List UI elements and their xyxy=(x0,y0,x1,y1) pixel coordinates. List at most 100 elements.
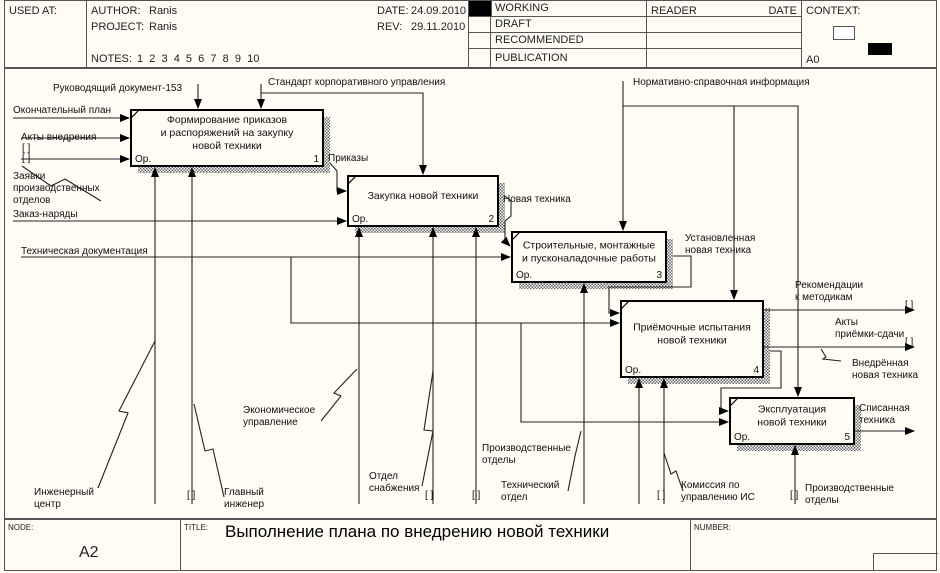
tunnel-marker-icon: [ ] xyxy=(425,490,434,501)
label-acceptance-acts: Акты xyxy=(835,317,858,328)
status-marker-active xyxy=(469,1,492,16)
label-implementation-acts: Акты внедрения xyxy=(21,132,96,143)
author-cell: AUTHOR: Ranis PROJECT: Ranis NOTES: 1 2 … xyxy=(87,1,469,67)
title-label: TITLE: xyxy=(184,523,209,532)
status-draft: DRAFT xyxy=(495,18,532,30)
squiggle-chief-engineer[interactable] xyxy=(193,403,225,498)
author-label: AUTHOR: xyxy=(91,5,141,17)
squiggle-implemented[interactable] xyxy=(820,348,842,362)
activity-number: 4 xyxy=(753,365,759,376)
label-is-commission: управлению ИС xyxy=(681,492,755,503)
header-frame: USED AT: AUTHOR: Ranis PROJECT: Ranis NO… xyxy=(4,0,937,68)
label-installed-equipment: новая техника xyxy=(685,245,752,256)
arrow-corp-standard-to-2[interactable] xyxy=(261,92,427,175)
notes-label: NOTES: xyxy=(91,53,132,65)
activity-box-border xyxy=(620,300,764,378)
node-label: NODE: xyxy=(8,523,34,532)
tunnel-marker-icon: [ ] xyxy=(905,337,914,348)
context-label: CONTEXT: xyxy=(806,5,861,17)
context-current-box xyxy=(868,43,892,55)
activity-title-line: новой техники xyxy=(192,140,262,152)
label-technical-dept: отдел xyxy=(501,492,528,503)
label-implemented-equipment: Внедрённая xyxy=(852,358,909,369)
activity-title-line: новой техники xyxy=(657,335,727,347)
status-working: WORKING xyxy=(495,2,549,14)
label-chief-engineer: инженер xyxy=(224,499,264,510)
context-parent-box xyxy=(833,26,855,40)
page-number-box xyxy=(873,553,938,570)
status-marker xyxy=(469,17,491,32)
status-row-draft: DRAFT xyxy=(469,17,646,33)
tunnel-marker-icon: [ ] xyxy=(905,300,914,311)
notes-values: 1 2 3 4 5 6 7 8 9 10 xyxy=(137,53,260,65)
footer-frame: NODE: A2 TITLE: Выполнение плана по внед… xyxy=(4,519,938,571)
label-production-depts-mid: Производственные xyxy=(482,443,571,454)
label-guiding-doc: Руководящий документ-153 xyxy=(53,83,182,94)
arrow-installed-equipment[interactable] xyxy=(608,255,692,317)
label-acceptance-acts: приёмки-сдачи xyxy=(835,329,904,340)
tunnel-marker-icon: [ ] xyxy=(22,153,31,164)
used-at-label: USED AT: xyxy=(9,5,58,17)
arrow-implemented-equipment[interactable] xyxy=(719,350,782,415)
arrow-tech-docs-to-5[interactable] xyxy=(520,323,729,426)
label-production-depts: Производственные xyxy=(805,483,894,494)
tunnel-marker-icon: [ ] xyxy=(657,490,666,501)
tunnel-marker-icon: [ ] xyxy=(22,143,31,154)
label-economic-dept: управление xyxy=(243,417,298,428)
arrow-tech-docs-to-4[interactable] xyxy=(290,257,620,327)
status-recommended: RECOMMENDED xyxy=(495,34,584,46)
diagram-title: Выполнение плана по внедрению новой техн… xyxy=(225,522,610,541)
label-installed-equipment: Установленная xyxy=(685,233,755,244)
squiggle-engineering-center[interactable] xyxy=(97,340,156,489)
node-value: A2 xyxy=(79,544,99,561)
label-method-recommendations: к методикам xyxy=(795,292,853,303)
squiggle-supply[interactable] xyxy=(421,370,434,487)
node-cell: NODE: A2 xyxy=(5,520,181,570)
arrow-normative-to-5[interactable] xyxy=(734,105,802,397)
label-normative-info: Нормативно-справочная информация xyxy=(633,76,810,88)
date-value: 24.09.2010 xyxy=(411,5,467,17)
squiggle-commission[interactable] xyxy=(663,452,684,492)
activity-title-line: Приёмочные испытания xyxy=(633,322,751,334)
label-new-equipment: Новая техника xyxy=(503,194,571,205)
label-economic-dept: Экономическое xyxy=(243,405,316,416)
used-at-cell: USED AT: xyxy=(5,1,87,67)
author-value: Ranis xyxy=(149,5,178,17)
activity-box-border xyxy=(729,397,855,445)
label-production-depts-mid: отделы xyxy=(482,455,516,466)
arrow-new-equipment[interactable] xyxy=(500,195,512,247)
box-corner-mark xyxy=(620,300,630,310)
label-supply-dept: Отдел xyxy=(369,471,398,482)
arrow-orders[interactable] xyxy=(329,162,347,195)
rev-value: 29.11.2010 xyxy=(411,21,466,33)
activity-title-line: Формирование приказов xyxy=(167,114,288,126)
status-marker xyxy=(469,49,491,68)
label-technical-dept: Технический xyxy=(501,480,559,491)
box-corner-mark xyxy=(130,109,140,119)
activity-number: 1 xyxy=(313,154,319,165)
squiggle-technical[interactable] xyxy=(567,430,582,492)
activity-box-border xyxy=(347,175,499,227)
squiggle-dept-requests[interactable] xyxy=(21,165,102,202)
reader-label: READER xyxy=(651,5,697,17)
activity-cost: Ор. xyxy=(352,214,368,225)
label-chief-engineer: Главный xyxy=(224,487,264,498)
rev-label: REV: xyxy=(377,21,403,33)
tunnel-marker-icon: [ ] xyxy=(790,490,799,501)
status-row-working: WORKING xyxy=(469,1,646,17)
label-dept-requests: производственных xyxy=(13,183,100,194)
label-dept-requests: отделов xyxy=(13,195,50,206)
label-method-recommendations: Рекомендации xyxy=(795,280,863,291)
status-publication: PUBLICATION xyxy=(495,52,568,64)
label-implemented-equipment: новая техника xyxy=(852,370,919,381)
squiggle-economic[interactable] xyxy=(320,368,358,422)
project-value: Ranis xyxy=(149,21,178,33)
